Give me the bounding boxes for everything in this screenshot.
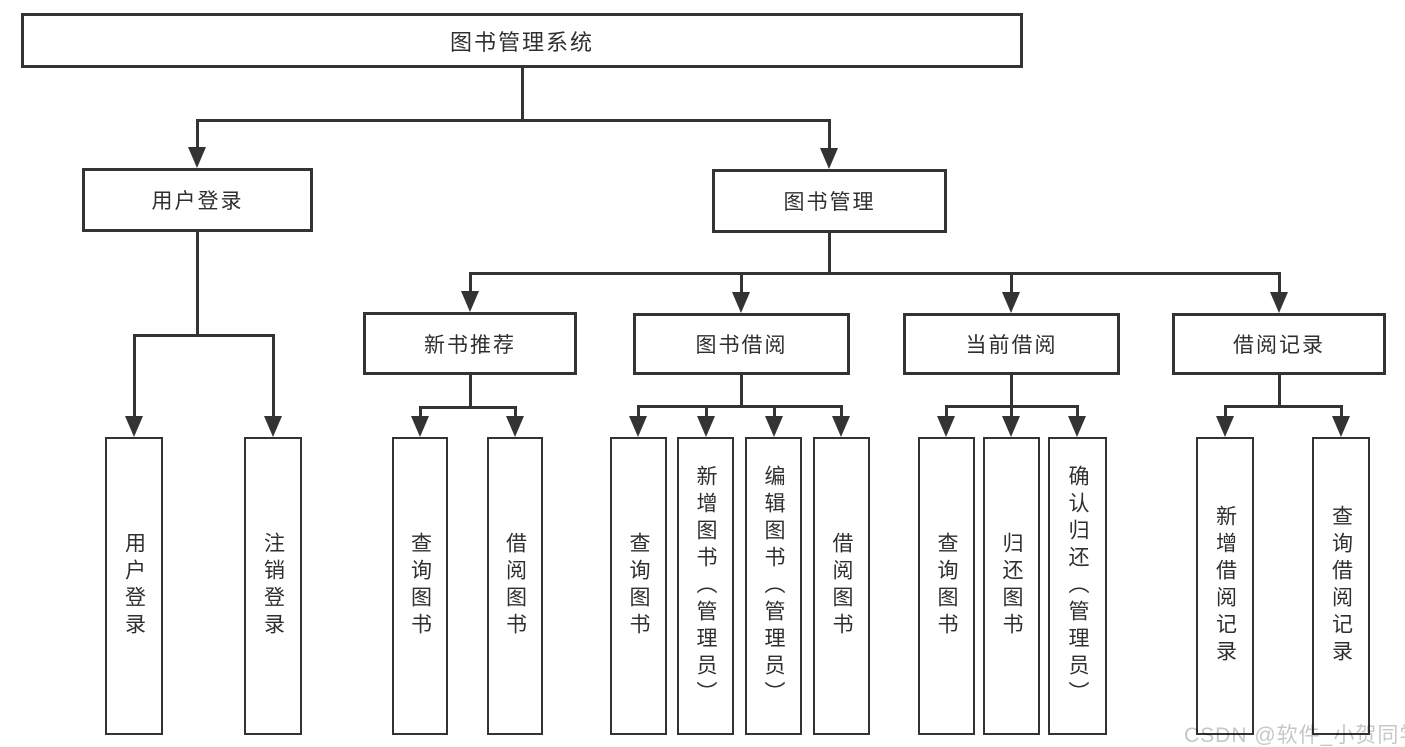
node-book-borrowing: 图书借阅 xyxy=(633,313,850,375)
connector-line xyxy=(1075,406,1079,425)
connector-line xyxy=(1009,273,1013,301)
node-label: 注销登录 xyxy=(261,532,285,640)
arrow-down-icon xyxy=(188,147,206,168)
node-current-borrowing: 当前借阅 xyxy=(903,313,1120,375)
arrow-down-icon xyxy=(1002,416,1020,437)
arrow-down-icon xyxy=(506,416,524,437)
connector-line xyxy=(271,335,275,425)
node-label: 新增图书（管理员） xyxy=(694,464,717,708)
node-label: 用户登录 xyxy=(122,532,146,640)
connector-line xyxy=(1009,375,1013,406)
node-label: 用户登录 xyxy=(151,190,244,213)
connector-line xyxy=(520,68,524,120)
arrow-down-icon xyxy=(1068,416,1086,437)
node-label: 查询图书 xyxy=(627,532,650,640)
connector-line xyxy=(132,333,275,337)
node-label: 确认归还（管理员） xyxy=(1066,464,1089,708)
node-label: 归还图书 xyxy=(1000,532,1023,640)
node-borrowing-records: 借阅记录 xyxy=(1172,313,1386,375)
node-label: 编辑图书（管理员） xyxy=(762,464,785,708)
arrow-down-icon xyxy=(1216,416,1234,437)
node-label: 新书推荐 xyxy=(424,333,516,357)
arrow-down-icon xyxy=(732,292,750,313)
node-label: 借阅记录 xyxy=(1233,334,1325,357)
connector-line xyxy=(1223,406,1227,425)
connector-line xyxy=(1339,406,1343,425)
watermark: CSDN @软件_小贺同学 xyxy=(1184,724,1405,747)
connector-line xyxy=(827,120,831,157)
node-label: 查询图书 xyxy=(408,532,432,640)
connector-line xyxy=(1009,406,1013,425)
node-borrow-books-2: 借阅图书 xyxy=(813,437,870,735)
arrow-down-icon xyxy=(264,416,282,437)
node-add-borrow-record: 新增借阅记录 xyxy=(1196,437,1254,735)
node-query-books-3: 查询图书 xyxy=(918,437,975,735)
connector-line xyxy=(1277,273,1281,301)
node-user-login-group: 用户登录 xyxy=(82,168,313,232)
arrow-down-icon xyxy=(1332,416,1350,437)
node-label: 图书借阅 xyxy=(695,334,788,357)
node-borrow-books-1: 借阅图书 xyxy=(487,437,543,735)
node-label: 新增借阅记录 xyxy=(1213,505,1237,667)
arrow-down-icon xyxy=(629,416,647,437)
node-label: 查询图书 xyxy=(935,532,958,640)
node-return-books: 归还图书 xyxy=(983,437,1040,735)
connector-line xyxy=(636,404,843,408)
connector-line xyxy=(195,120,199,156)
node-book-management: 图书管理 xyxy=(712,169,947,233)
connector-line xyxy=(468,271,1281,275)
arrow-down-icon xyxy=(461,291,479,312)
connector-line xyxy=(1223,404,1343,408)
arrow-down-icon xyxy=(1002,292,1020,313)
node-label: 当前借阅 xyxy=(965,334,1058,357)
connector-line xyxy=(739,273,743,301)
node-user-login: 用户登录 xyxy=(105,437,163,735)
connector-line xyxy=(944,406,948,425)
connector-line xyxy=(772,406,776,425)
arrow-down-icon xyxy=(697,416,715,437)
node-root: 图书管理系统 xyxy=(21,13,1023,68)
connector-line xyxy=(418,405,517,409)
arrow-down-icon xyxy=(820,148,838,169)
node-new-book-recommend: 新书推荐 xyxy=(363,312,577,375)
arrow-down-icon xyxy=(937,416,955,437)
arrow-down-icon xyxy=(125,416,143,437)
connector-line xyxy=(827,233,831,273)
connector-line xyxy=(704,406,708,425)
node-label: 查询借阅记录 xyxy=(1329,505,1353,667)
node-query-borrow-record: 查询借阅记录 xyxy=(1312,437,1370,735)
connector-line xyxy=(839,406,843,425)
node-query-books-1: 查询图书 xyxy=(392,437,448,735)
node-label: 图书管理 xyxy=(783,191,876,214)
connector-line xyxy=(468,273,472,300)
arrow-down-icon xyxy=(832,416,850,437)
arrow-down-icon xyxy=(765,416,783,437)
node-logout-login: 注销登录 xyxy=(244,437,302,735)
connector-line xyxy=(739,375,743,406)
connector-line xyxy=(1277,375,1281,406)
connector-line xyxy=(636,406,640,425)
node-label: 图书管理系统 xyxy=(449,29,594,55)
node-edit-books-admin: 编辑图书（管理员） xyxy=(745,437,802,735)
node-query-books-2: 查询图书 xyxy=(610,437,667,735)
arrow-down-icon xyxy=(411,416,429,437)
node-add-books-admin: 新增图书（管理员） xyxy=(677,437,734,735)
arrow-down-icon xyxy=(1270,292,1288,313)
connector-line xyxy=(195,232,199,335)
node-confirm-return-admin: 确认归还（管理员） xyxy=(1048,437,1107,735)
connector-line xyxy=(195,118,831,122)
connector-line xyxy=(132,335,136,425)
connector-line xyxy=(468,375,472,407)
node-label: 借阅图书 xyxy=(503,532,527,640)
node-label: 借阅图书 xyxy=(830,532,853,640)
